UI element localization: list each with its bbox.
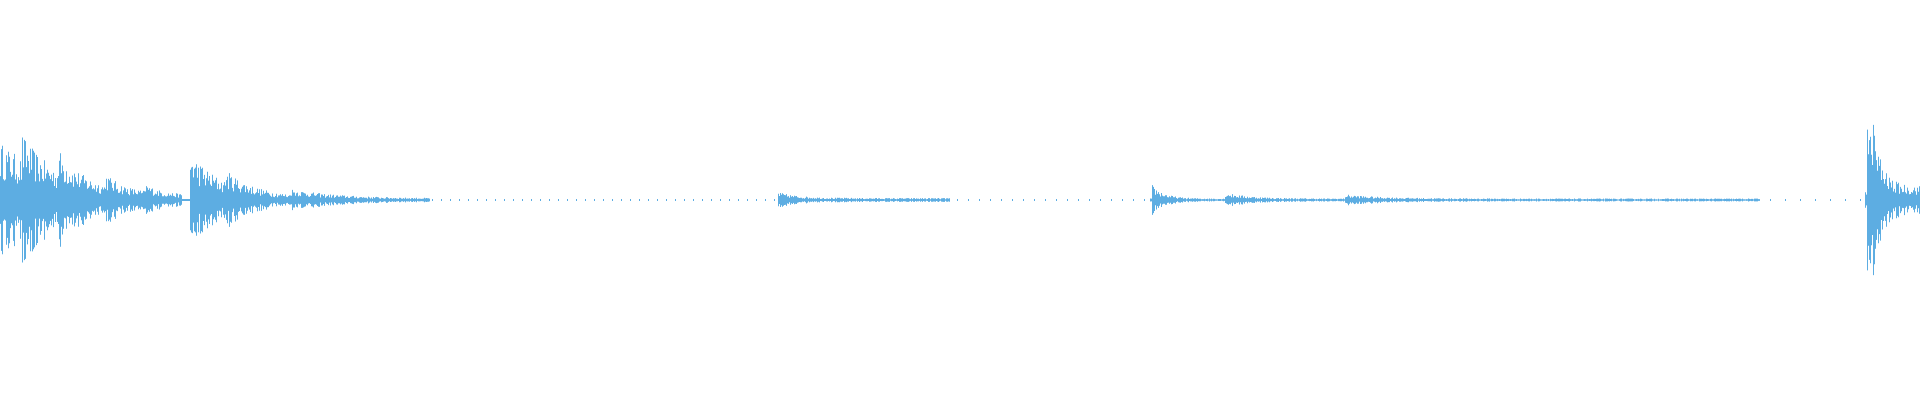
waveform-path [0,124,1920,276]
